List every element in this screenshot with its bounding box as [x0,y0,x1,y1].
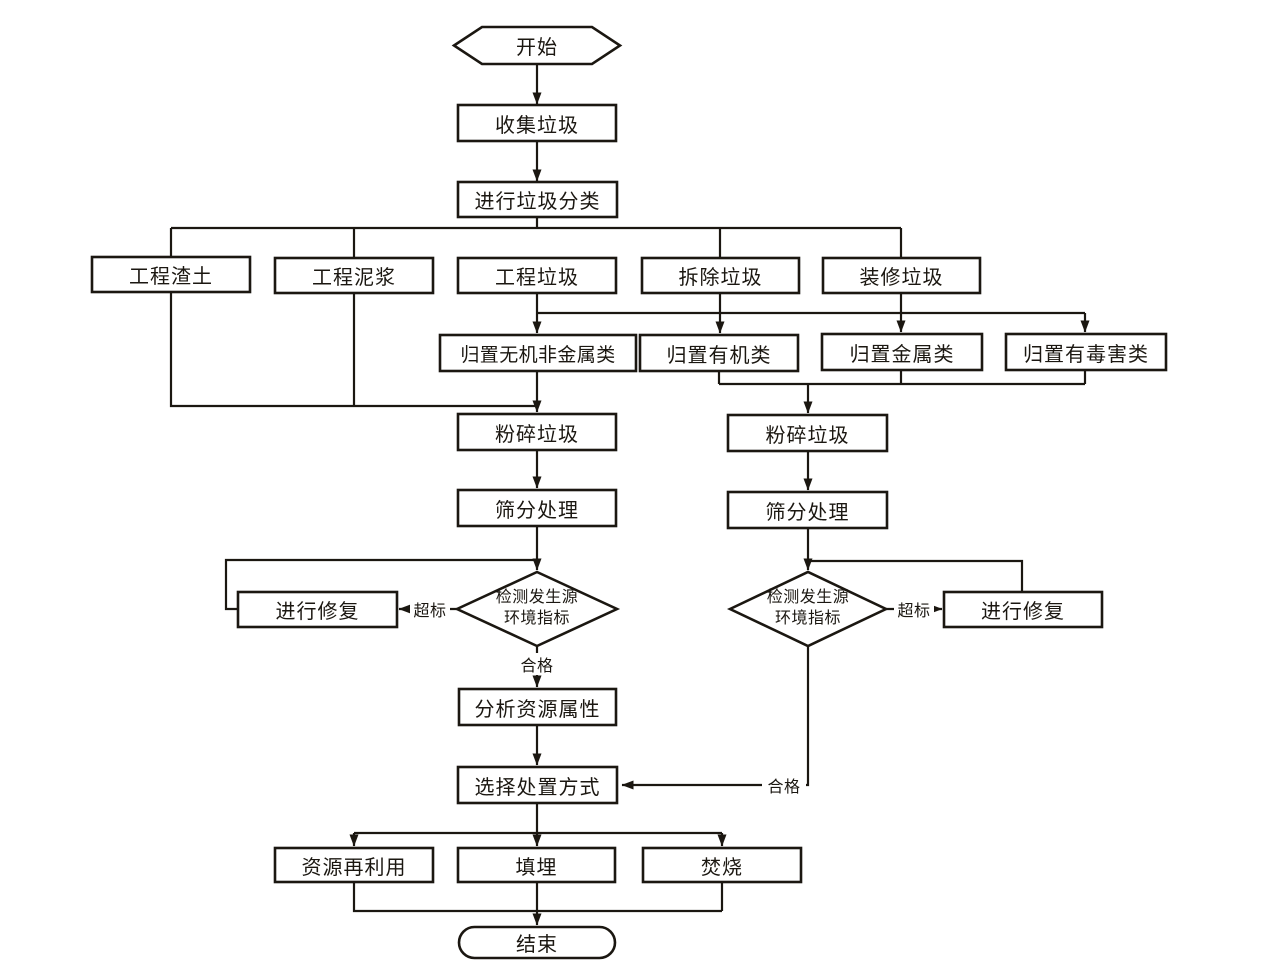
sort-toxic-box-shape [1004,332,1168,372]
cat-residue-box-shape [90,255,252,294]
connector [169,291,537,408]
screen-right-box-shape [726,490,889,530]
node-shapes [90,25,1168,960]
cat-construction-box-shape [456,256,618,295]
screen-left-box-shape [456,488,618,528]
connector-arrow [621,646,810,790]
repair-left-box-shape [236,590,399,629]
collect-box-shape [456,103,618,143]
start-terminator-shape [451,25,623,66]
cat-decoration-box-shape [821,256,982,295]
cat-slurry-box-shape [273,256,435,295]
connector [169,217,903,258]
connector-lines [169,217,1087,913]
check-left-diamond-shape [453,570,621,648]
connector [354,803,722,835]
end-terminator-shape [457,925,617,960]
reuse-box-shape [273,846,435,884]
choose-box-shape [456,765,619,805]
classify-box-shape [456,180,619,219]
repair-right-box-shape [942,590,1104,629]
connector [224,558,537,611]
connector [717,370,1087,386]
analyze-box-shape [457,687,618,727]
connector [352,882,724,913]
sort-organic-box-shape [638,333,800,373]
incinerate-box-shape [641,846,803,884]
check-right-diamond-shape [726,570,890,648]
cat-demolition-box-shape [640,256,801,295]
sort-inorganic-box-shape [438,333,638,373]
crush-left-box-shape [456,412,618,452]
landfill-box-shape [456,846,617,884]
connector [808,559,1024,592]
crush-right-box-shape [726,413,889,453]
sort-metal-box-shape [820,332,984,372]
